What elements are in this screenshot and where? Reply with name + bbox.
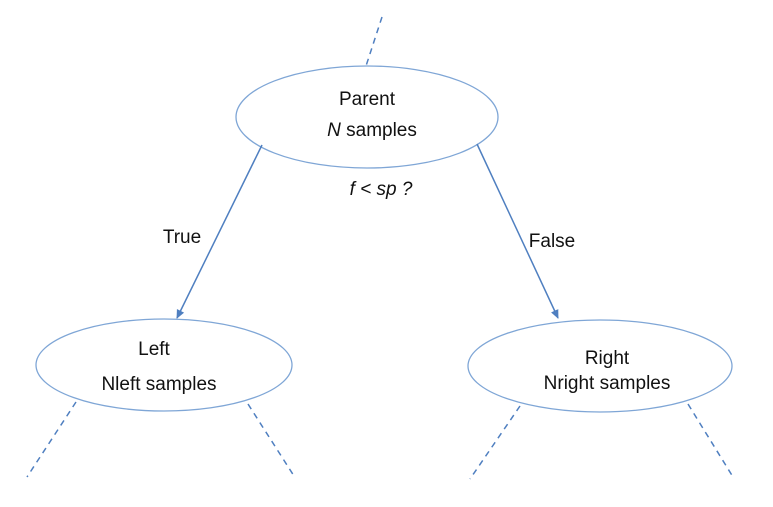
true-edge-arrow: [176, 144, 263, 319]
parent-count-variable: N: [327, 120, 341, 141]
right-child-edge-right-dashed: [687, 403, 734, 478]
parent-count-suffix: samples: [341, 120, 417, 141]
right-node-samples: Nright samples: [544, 373, 671, 394]
true-edge-label: True: [163, 227, 201, 248]
split-operator: <: [355, 179, 377, 200]
split-question-mark: ?: [397, 179, 413, 200]
parent-node-title: Parent: [339, 89, 396, 110]
false-edge-label: False: [529, 231, 575, 252]
left-node: [35, 318, 293, 412]
right-node-title: Right: [585, 348, 630, 369]
split-condition: f < sp ?: [350, 179, 413, 200]
parent-node: [235, 65, 499, 169]
right-child-edge-left-dashed: [469, 405, 521, 480]
split-threshold: sp: [377, 179, 397, 200]
left-node-title: Left: [138, 339, 170, 360]
split-feature: f: [350, 179, 357, 200]
left-child-edge-left-dashed: [26, 401, 77, 478]
parent-node-samples: N samples: [327, 120, 417, 141]
left-child-edge-right-dashed: [247, 403, 295, 477]
left-node-samples: Nleft samples: [101, 374, 216, 395]
false-edge-arrow: [476, 143, 559, 319]
incoming-edge-dashed: [365, 16, 383, 67]
right-node: [467, 319, 733, 413]
